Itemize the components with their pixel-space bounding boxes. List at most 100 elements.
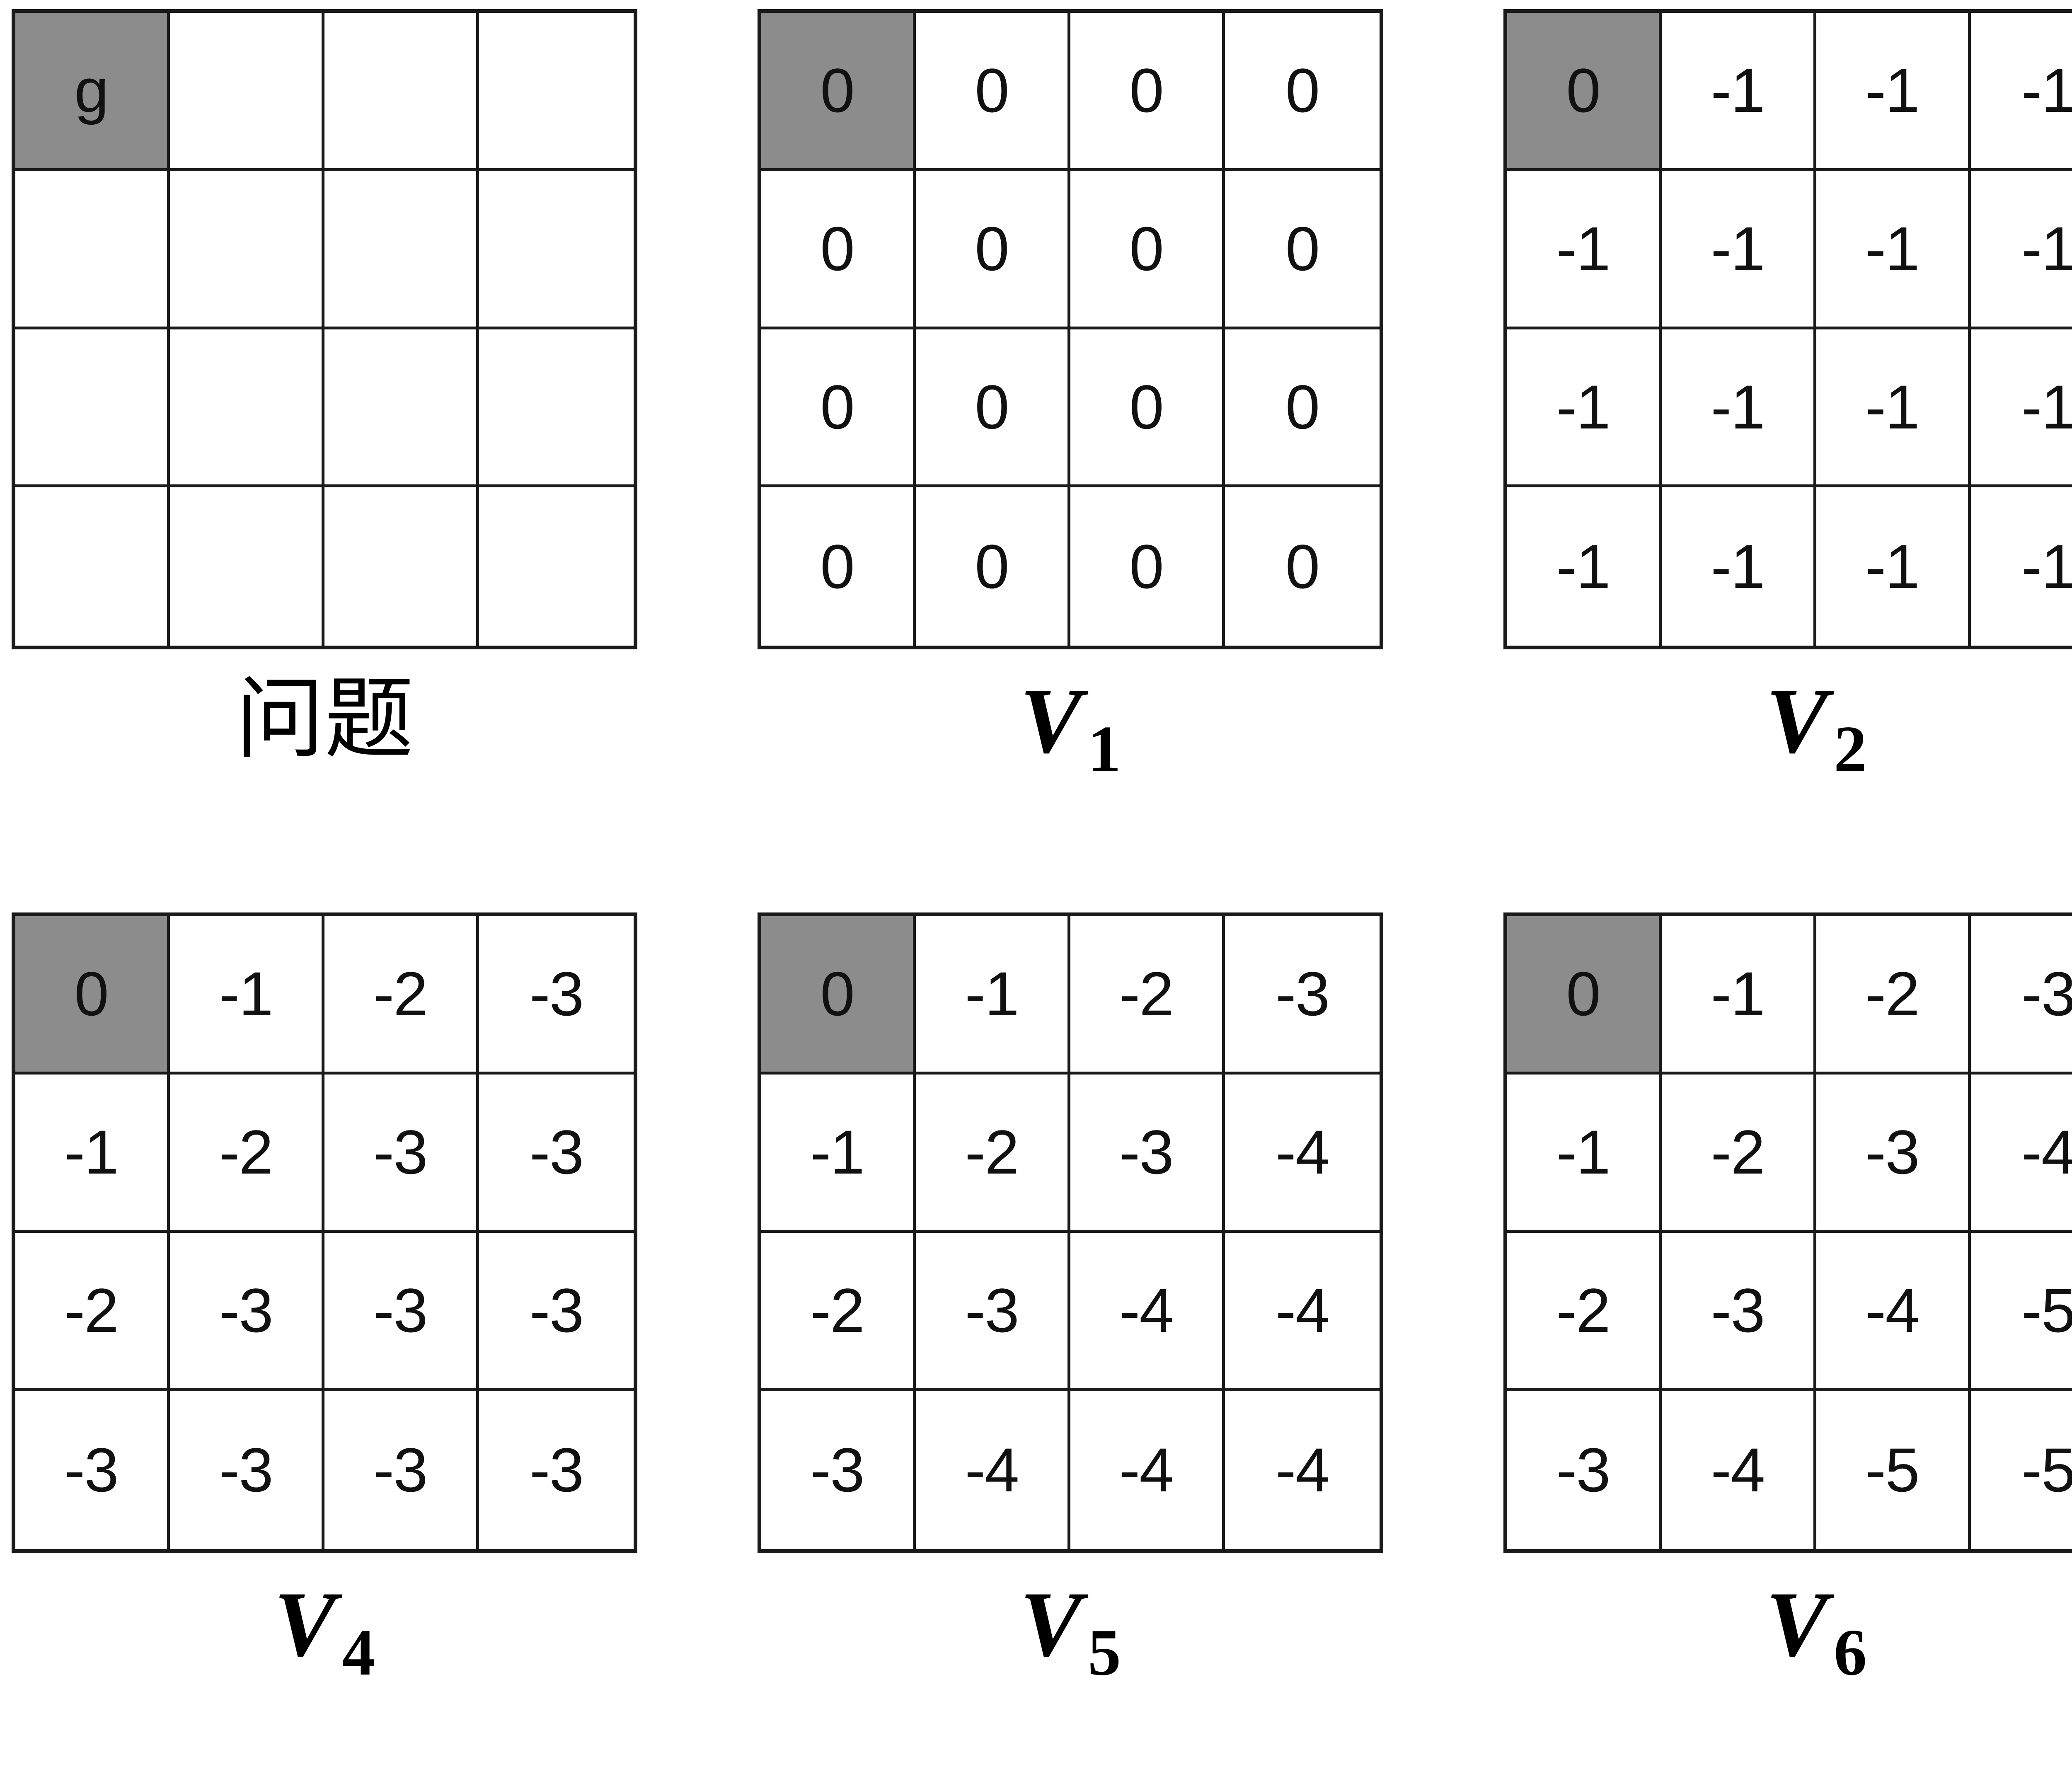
caption-text: V2 xyxy=(1766,674,1867,782)
grid-cell: -1 xyxy=(1816,13,1971,171)
panel-problem: g 问题 xyxy=(12,9,637,912)
caption-subscript: 2 xyxy=(1834,712,1867,786)
grid-cell xyxy=(15,329,170,488)
grid-cell: -5 xyxy=(1971,1391,2072,1549)
value-grid-problem: g xyxy=(12,9,637,649)
grid-cell: -3 xyxy=(916,1232,1070,1391)
grid-cell: -2 xyxy=(1816,916,1971,1075)
grid-cell: -1 xyxy=(916,916,1070,1075)
grid-cell: 0 xyxy=(1507,916,1662,1075)
grid-cell: -1 xyxy=(1662,916,1816,1075)
grid-cell: -4 xyxy=(1225,1391,1380,1549)
grid-cell xyxy=(170,487,324,646)
panel-caption-v6: V6 xyxy=(1503,1578,2072,1702)
grid-cell xyxy=(324,329,479,488)
grid-cell: -2 xyxy=(1507,1232,1662,1391)
caption-symbol: V xyxy=(274,1572,336,1676)
grid-cell: -1 xyxy=(761,1074,916,1233)
grid-cell: -3 xyxy=(479,1391,634,1549)
grid-cell: -2 xyxy=(15,1232,170,1391)
grid-cell xyxy=(170,13,324,171)
value-grid-v2: 0-1-1-1-1-1-1-1-1-1-1-1-1-1-1-1 xyxy=(1503,9,2072,649)
caption-subscript: 5 xyxy=(1088,1615,1121,1689)
grid-cell xyxy=(479,171,634,329)
grid-cell: 0 xyxy=(1225,329,1380,488)
grid-cell: -4 xyxy=(1225,1074,1380,1233)
grid-cell: -2 xyxy=(170,1074,324,1233)
grid-cell xyxy=(324,487,479,646)
grid-cell: -3 xyxy=(324,1074,479,1233)
caption-subscript: 6 xyxy=(1834,1615,1867,1689)
grid-cell: -3 xyxy=(324,1232,479,1391)
value-grid-v4: 0-1-2-3-1-2-3-3-2-3-3-3-3-3-3-3 xyxy=(12,912,637,1553)
grid-cell xyxy=(479,487,634,646)
panel-caption-v4: V4 xyxy=(12,1578,637,1702)
value-grid-v6: 0-1-2-3-1-2-3-4-2-3-4-5-3-4-5-5 xyxy=(1503,912,2072,1553)
panel-caption-v5: V5 xyxy=(758,1578,1383,1702)
grid-cell: -4 xyxy=(1070,1391,1225,1549)
caption-text: 问题 xyxy=(235,667,414,771)
caption-symbol: V xyxy=(1019,669,1082,772)
grid-cell: -2 xyxy=(916,1074,1070,1233)
panel-caption-problem: 问题 xyxy=(12,674,637,799)
grid-cell: -1 xyxy=(1971,487,2072,646)
grid-cell: -3 xyxy=(1816,1074,1971,1233)
grid-cell: 0 xyxy=(761,329,916,488)
grid-cell: -3 xyxy=(1225,916,1380,1075)
caption-subscript: 1 xyxy=(1088,712,1121,786)
grid-cell: -2 xyxy=(1070,916,1225,1075)
grid-cell: -3 xyxy=(479,916,634,1075)
caption-text: V6 xyxy=(1766,1578,1867,1686)
grid-cell: -1 xyxy=(1816,329,1971,488)
grid-cell: -4 xyxy=(1070,1232,1225,1391)
grid-cell: 0 xyxy=(761,916,916,1075)
panel-caption-v2: V2 xyxy=(1503,674,2072,799)
grid-cell: 0 xyxy=(1225,171,1380,329)
caption-symbol: V xyxy=(1765,1572,1828,1676)
grid-cell xyxy=(324,13,479,171)
grid-cell: -4 xyxy=(1971,1074,2072,1233)
grid-cell: 0 xyxy=(1070,487,1225,646)
grid-cell: -3 xyxy=(324,1391,479,1549)
grid-cell: 0 xyxy=(1070,13,1225,171)
grid-cell: g xyxy=(15,13,170,171)
grid-cell: -2 xyxy=(1662,1074,1816,1233)
grid-cell xyxy=(15,171,170,329)
grid-cell: -1 xyxy=(1816,487,1971,646)
grid-cell: -1 xyxy=(1971,13,2072,171)
grid-cell: -3 xyxy=(479,1232,634,1391)
caption-symbol: V xyxy=(1765,669,1828,772)
grid-cell: -1 xyxy=(1507,329,1662,488)
value-grid-v5: 0-1-2-3-1-2-3-4-2-3-4-4-3-4-4-4 xyxy=(758,912,1383,1553)
grid-cell: -4 xyxy=(916,1391,1070,1549)
grid-cell: 0 xyxy=(761,13,916,171)
grid-cell xyxy=(170,329,324,488)
grid-cell: -3 xyxy=(1971,916,2072,1075)
grid-cell: -1 xyxy=(1507,487,1662,646)
caption-subscript: 4 xyxy=(342,1615,375,1689)
grid-cell: -4 xyxy=(1662,1391,1816,1549)
grid-cell: 0 xyxy=(916,329,1070,488)
grid-cell: 0 xyxy=(1225,487,1380,646)
grid-cell: -5 xyxy=(1971,1232,2072,1391)
grid-cell: 0 xyxy=(916,13,1070,171)
grid-cell: -3 xyxy=(479,1074,634,1233)
grid-cell: -2 xyxy=(324,916,479,1075)
grid-cell: -1 xyxy=(1662,13,1816,171)
grid-cell: -5 xyxy=(1816,1391,1971,1549)
grid-cell xyxy=(15,487,170,646)
grid-cell: 0 xyxy=(761,487,916,646)
grid-cell: -1 xyxy=(1662,487,1816,646)
grid-cell: -1 xyxy=(1816,171,1971,329)
caption-symbol: V xyxy=(1019,1572,1082,1676)
grid-cell xyxy=(324,171,479,329)
grid-cell: -3 xyxy=(15,1391,170,1549)
grid-cell: -1 xyxy=(1662,329,1816,488)
grid-cell: -3 xyxy=(1662,1232,1816,1391)
grid-cell: -1 xyxy=(1662,171,1816,329)
